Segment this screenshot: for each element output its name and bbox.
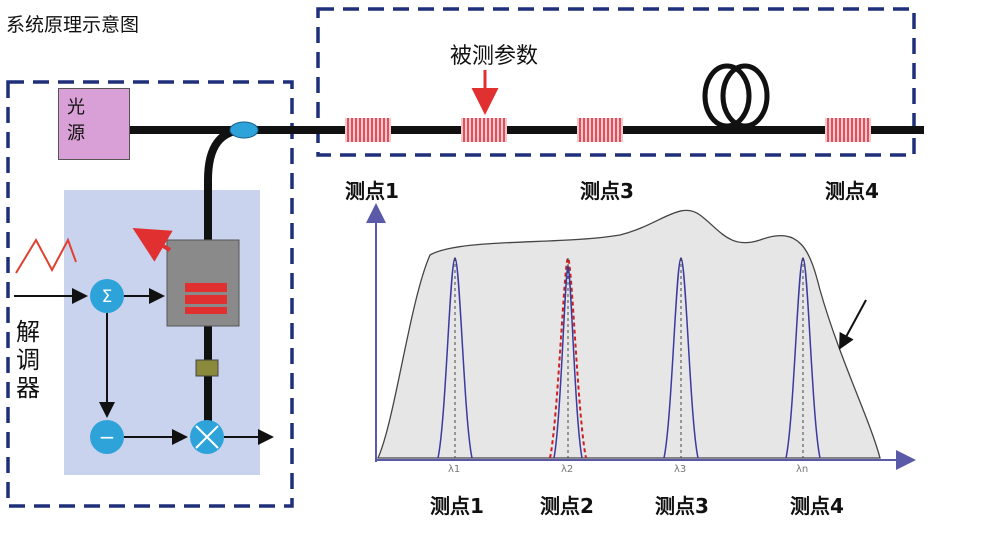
minus-node <box>90 420 124 454</box>
top-point-label-1: 测点1 <box>345 179 399 203</box>
lambda-label-3: λ3 <box>674 464 686 475</box>
spectrum-pointer-arrow <box>839 299 867 350</box>
bottom-point-label-2: 测点2 <box>540 494 594 518</box>
gratings <box>345 118 871 142</box>
lambda-label-n: λn <box>796 464 808 475</box>
grating-3 <box>577 118 623 142</box>
light-source-label-line2: 源 <box>67 123 85 144</box>
bottom-point-label-1: 测点1 <box>430 494 484 518</box>
bottom-point-label-3: 测点3 <box>655 494 709 518</box>
grating-2 <box>461 118 507 142</box>
sensing-dashed-box <box>316 7 916 157</box>
lambda-label-1: λ1 <box>448 464 460 475</box>
demodulator-dashed-box <box>6 80 294 508</box>
sum-symbol: Σ <box>102 287 113 307</box>
filter-tuning-arrow <box>132 227 173 262</box>
measured-parameter-label: 被测参数 <box>450 44 539 69</box>
light-source-label-line1: 光 <box>67 97 85 118</box>
page-title: 系统原理示意图 <box>6 14 140 36</box>
bottom-point-label-4: 测点4 <box>790 494 844 518</box>
demod-char-1: 解 <box>16 318 40 346</box>
coupler <box>229 121 259 139</box>
demod-char-3: 器 <box>16 374 40 402</box>
reflection-peaks <box>437 256 821 459</box>
grating-1 <box>345 118 391 142</box>
top-point-label-4: 测点4 <box>825 179 879 203</box>
light-source-box: 光 源 <box>58 88 130 160</box>
peak-2 <box>549 256 587 459</box>
source-spectrum <box>376 209 881 459</box>
sawtooth-signal <box>15 237 77 274</box>
fiber-coil <box>702 63 770 129</box>
demodulator-label: 解 调 器 <box>16 318 44 402</box>
photodetector <box>195 359 219 377</box>
sum-node <box>90 279 124 313</box>
lambda-label-2: λ2 <box>561 464 573 475</box>
grating-4 <box>825 118 871 142</box>
demod-char-2: 调 <box>16 346 40 374</box>
top-point-label-3: 测点3 <box>580 179 634 203</box>
minus-symbol: − <box>99 425 116 449</box>
